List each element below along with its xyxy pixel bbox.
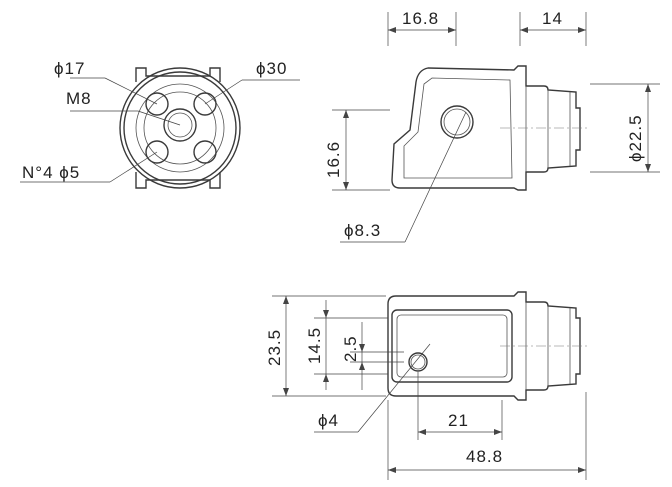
dim-16-6: 16.6 <box>324 141 343 178</box>
front-view: ϕ17 M8 ϕ30 N°4 ϕ5 <box>20 59 300 189</box>
front-bottom-tabs <box>135 172 221 189</box>
top-small-hole <box>408 352 428 372</box>
dim-14-5: 14.5 <box>305 327 324 364</box>
outer-ring <box>119 67 241 189</box>
dim-48-8: 48.8 <box>466 447 503 466</box>
top-slot <box>391 309 513 383</box>
side-body-outline <box>391 65 581 191</box>
pitch-circle <box>143 91 217 165</box>
dim-phi4: ϕ4 <box>318 411 339 430</box>
dim-2-5: 2.5 <box>341 335 360 362</box>
bolt-hole-tr <box>193 92 217 116</box>
side-pivot-hole <box>440 105 474 139</box>
bolt-hole-bl <box>145 140 169 164</box>
bolt-hole-tl <box>145 92 169 116</box>
label-phi30: ϕ30 <box>256 59 287 78</box>
center-bore <box>163 108 197 142</box>
label-n4-phi5: N°4 ϕ5 <box>22 163 80 182</box>
label-m8: M8 <box>66 89 92 108</box>
side-view: 16.8 14 16.6 ϕ22.5 ϕ8.3 <box>324 9 660 243</box>
dim-14: 14 <box>542 9 563 28</box>
outer-ring-inner <box>123 71 237 185</box>
dim-23-5: 23.5 <box>265 329 284 366</box>
dim-21: 21 <box>448 411 469 430</box>
top-body-outline <box>387 291 581 401</box>
label-phi17: ϕ17 <box>54 59 85 78</box>
front-top-tabs <box>135 67 221 82</box>
bolt-hole-br <box>193 140 217 164</box>
dim-16-8: 16.8 <box>402 9 439 28</box>
dim-phi8-3: ϕ8.3 <box>344 221 381 240</box>
side-body-inner <box>403 77 513 179</box>
top-view: 23.5 14.5 2.5 ϕ4 21 48.8 <box>265 291 590 480</box>
mid-ring <box>135 83 225 173</box>
dim-phi22-5: ϕ22.5 <box>626 114 645 162</box>
center-thread <box>167 112 193 138</box>
